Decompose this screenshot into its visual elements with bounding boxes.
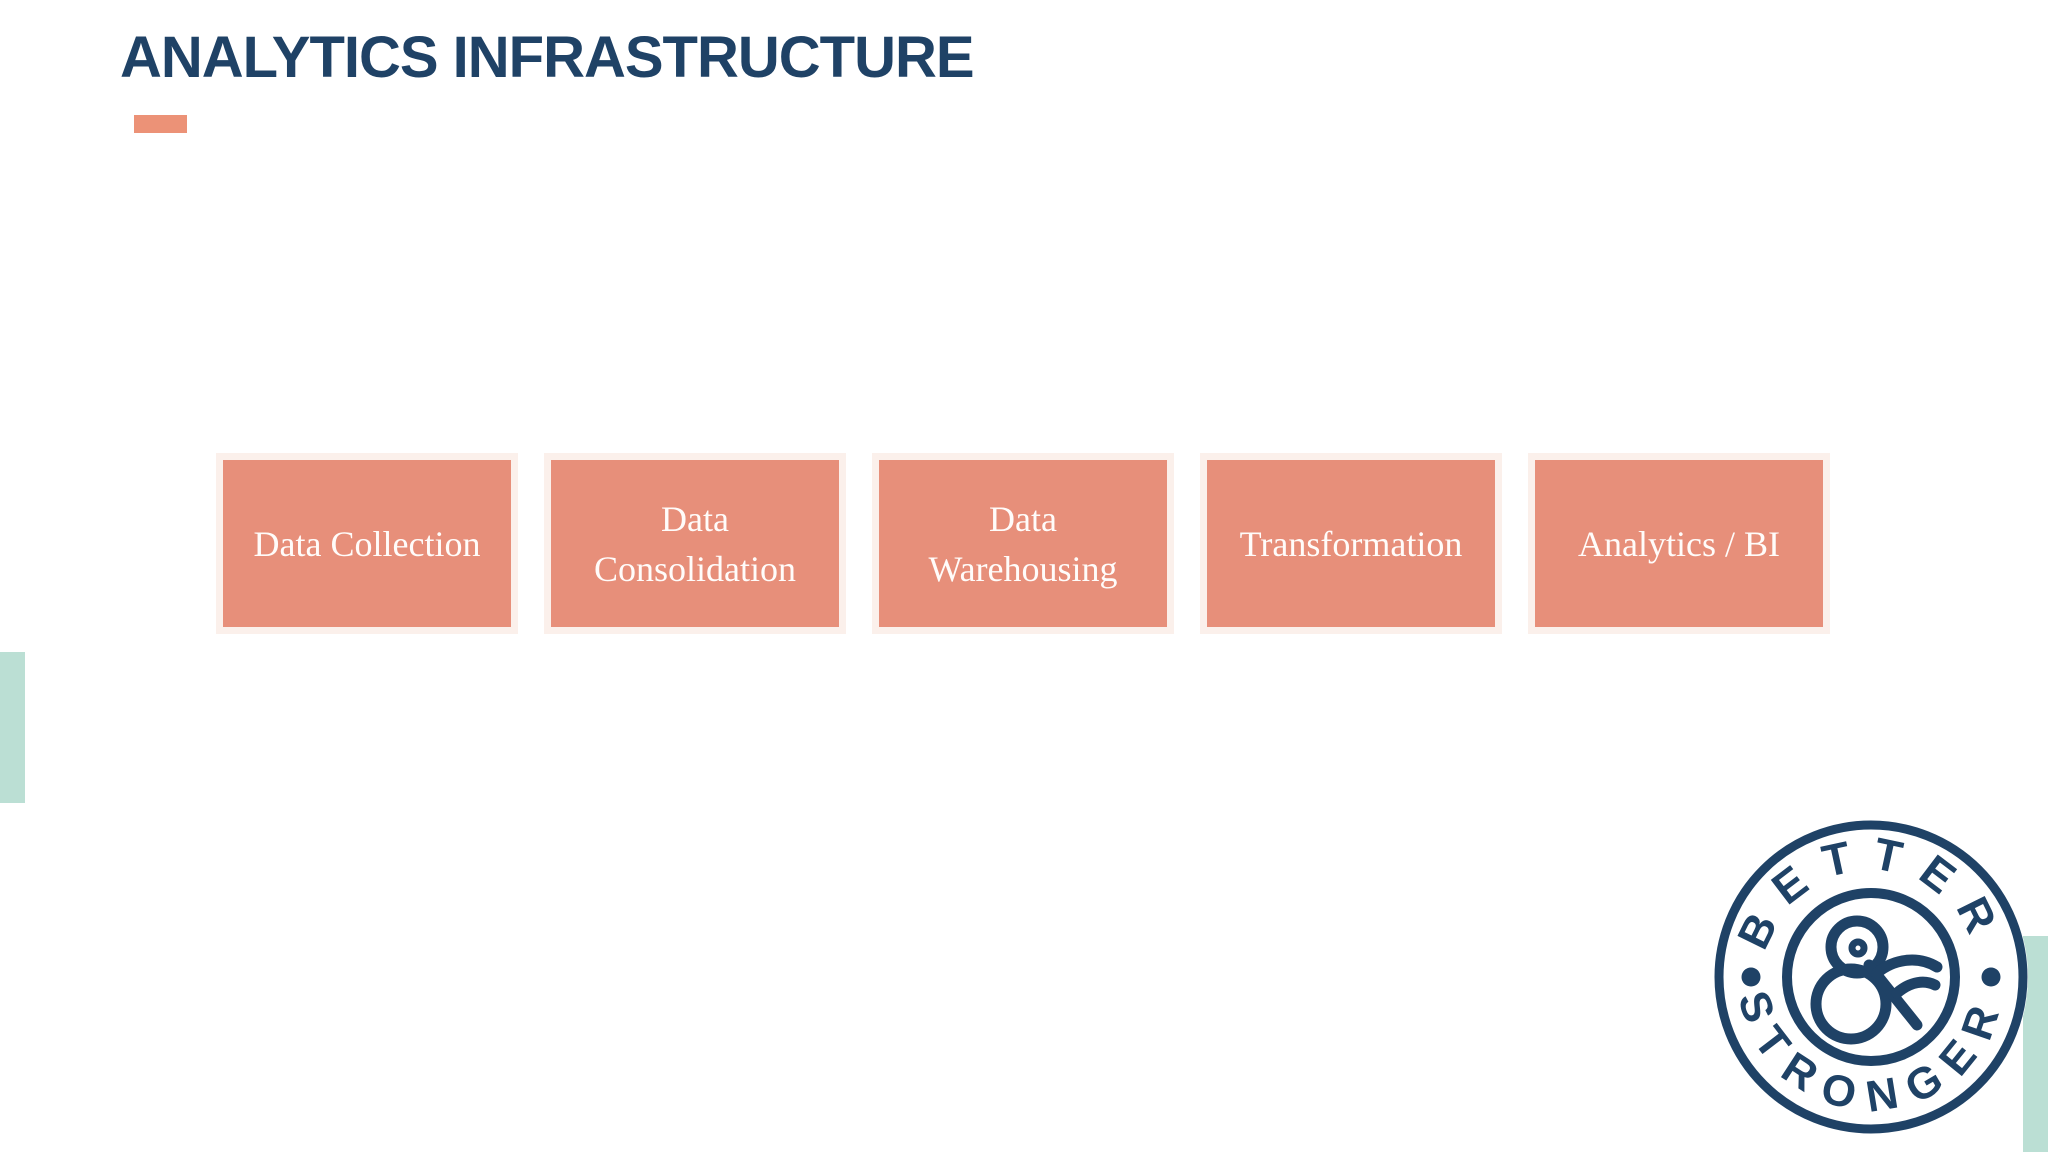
logo-left-dot: [1741, 967, 1761, 987]
pipeline-step-label: Data: [661, 498, 729, 539]
pipeline-step-label: Analytics / BI: [1578, 523, 1780, 564]
page-title: ANALYTICS INFRASTRUCTURE: [120, 25, 975, 90]
pipeline-step-label: Consolidation: [593, 548, 796, 589]
pipeline-step: Data Collection: [223, 460, 511, 627]
left-edge-accent-bar: [0, 652, 25, 803]
pipeline-step-label: Data: [989, 498, 1057, 539]
ampersand-monogram-icon: [1810, 915, 1943, 1045]
pipeline-step: Transformation: [1207, 460, 1495, 627]
pipeline-step-label: Data Collection: [253, 523, 481, 564]
logo-inner-ring: [1782, 888, 1960, 1066]
logo-right-dot: [1981, 967, 2001, 987]
logo-outer-ring: [1714, 820, 2028, 1134]
pipeline-step-label: Transformation: [1239, 523, 1463, 564]
pipeline-step: Analytics / BI: [1535, 460, 1823, 627]
title-accent-bar: [134, 115, 187, 133]
pipeline-step-label: Warehousing: [928, 548, 1118, 589]
better-stronger-logo: BETTER STRONGER: [1714, 820, 2028, 1134]
